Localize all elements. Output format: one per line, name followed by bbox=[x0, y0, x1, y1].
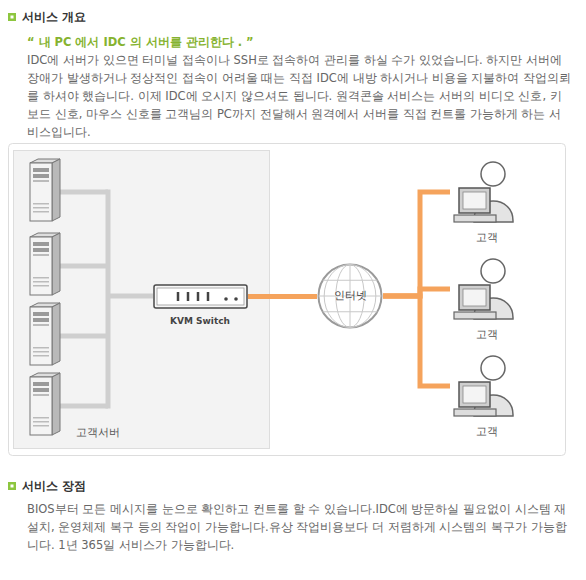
network-link bbox=[248, 294, 317, 299]
client-icon bbox=[450, 255, 516, 323]
heading-bullet bbox=[8, 13, 16, 21]
diagram-frame bbox=[9, 144, 566, 456]
node-label: 고객 bbox=[476, 425, 498, 439]
client-icon bbox=[450, 158, 516, 226]
network-link bbox=[383, 192, 450, 296]
kvm-device bbox=[153, 284, 248, 309]
server-wires bbox=[60, 190, 153, 409]
heading-bullet bbox=[8, 482, 16, 490]
tagline: “ 내 PC 에서 IDC 의 서버를 관리한다 . ” bbox=[27, 34, 567, 50]
body-paragraph: BIOS부터 모든 메시지를 눈으로 확인하고 컨트롤 할 수 있습니다.IDC… bbox=[27, 500, 572, 554]
section-heading: 서비스 개요 bbox=[22, 9, 86, 25]
server-group: KVM Switch 고객서버 bbox=[13, 150, 270, 449]
node-label: 고객 bbox=[476, 328, 498, 342]
body-paragraph: IDC에 서버가 있으면 터미널 접속이나 SSH로 접속하여 관리를 하실 수… bbox=[27, 51, 572, 141]
node-label: 인터넷 bbox=[334, 289, 367, 303]
server-tower bbox=[30, 303, 60, 365]
server-tower bbox=[30, 159, 60, 221]
node-label: KVM Switch bbox=[170, 314, 230, 328]
client-pc: 고객 bbox=[450, 255, 520, 343]
node-label: 고객서버 bbox=[76, 426, 120, 440]
node-label: 고객 bbox=[476, 231, 498, 245]
client-pc: 고객 bbox=[450, 158, 520, 246]
network-link bbox=[383, 289, 450, 296]
server-tower bbox=[30, 373, 60, 435]
kvm-switch: KVM Switch bbox=[153, 284, 248, 326]
client-icon bbox=[450, 352, 516, 420]
network-link bbox=[383, 296, 450, 386]
client-pc: 고객 bbox=[450, 352, 520, 440]
group-panel bbox=[14, 151, 269, 448]
internet-cloud: 인터넷 bbox=[317, 263, 383, 329]
server-tower bbox=[30, 233, 60, 295]
section-heading: 서비스 장점 bbox=[22, 478, 322, 494]
